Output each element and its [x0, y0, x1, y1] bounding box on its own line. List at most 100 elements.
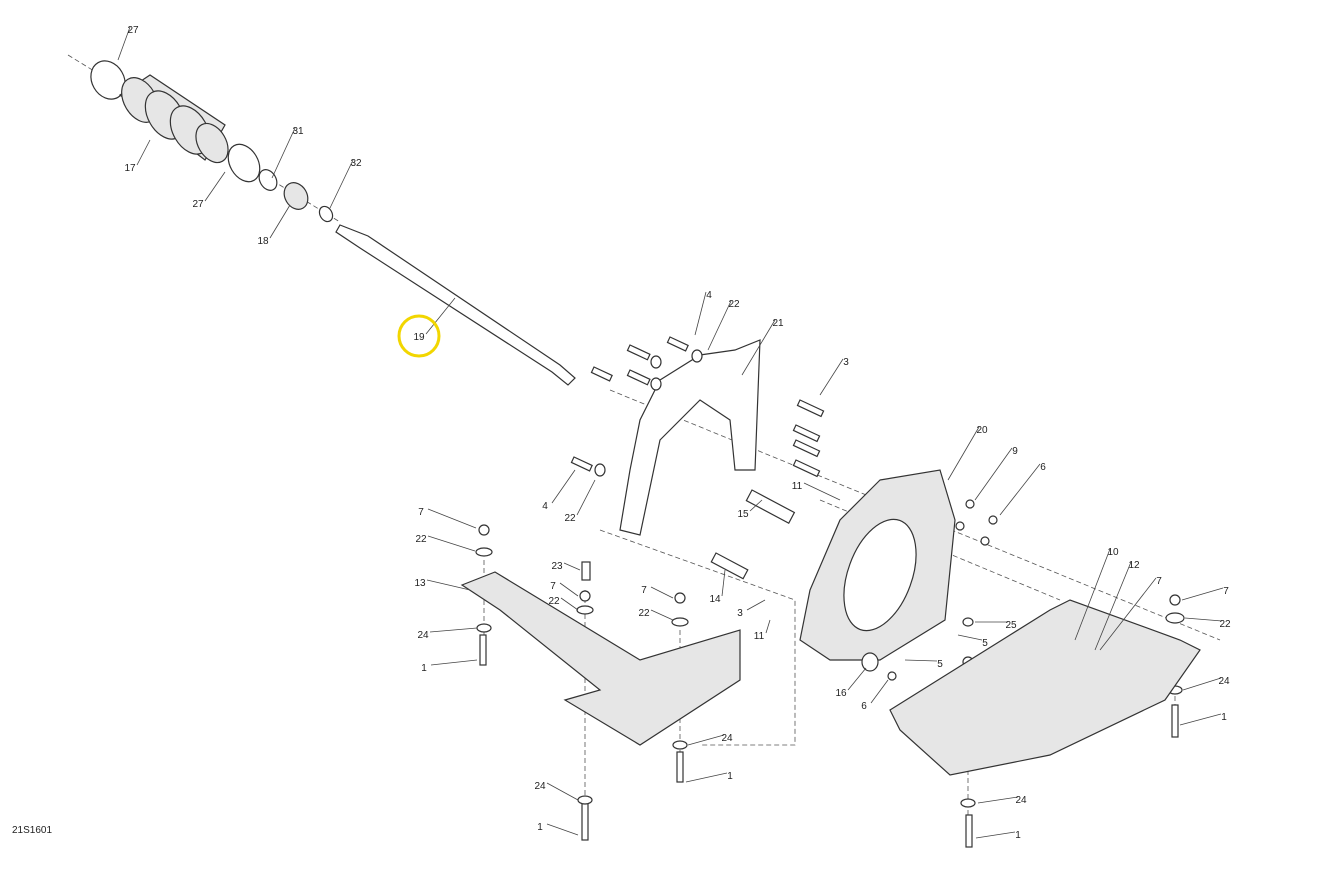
callout-number: 13: [414, 578, 426, 589]
highlight-ring: [397, 314, 441, 358]
callout-32[interactable]: 32: [329, 158, 362, 209]
callout-7[interactable]: 7: [550, 581, 579, 597]
callout-27[interactable]: 27: [117, 25, 139, 61]
callout-31[interactable]: 31: [271, 126, 304, 179]
callout-11[interactable]: 11: [754, 619, 771, 642]
leader-line: [1074, 548, 1111, 641]
callout-1[interactable]: 1: [685, 771, 733, 783]
callout-number: 23: [551, 561, 563, 572]
callout-number: 24: [534, 781, 546, 792]
leader-line: [1094, 561, 1132, 651]
callout-22[interactable]: 22: [548, 596, 579, 611]
leader-line: [563, 562, 581, 571]
leader-line: [975, 831, 1016, 839]
leader-line: [721, 569, 726, 597]
callout-number: 9: [1012, 446, 1018, 457]
callout-21[interactable]: 21: [741, 318, 784, 376]
callout-5[interactable]: 5: [957, 634, 988, 649]
callout-number: 4: [542, 501, 548, 512]
bearing-18: [283, 182, 309, 210]
leader-line: [1179, 713, 1222, 726]
callout-1[interactable]: 1: [421, 659, 478, 674]
leader-line: [559, 582, 579, 597]
boot-17: [118, 74, 229, 164]
callout-6[interactable]: 6: [999, 462, 1046, 516]
callout-7[interactable]: 7: [1099, 576, 1162, 651]
callout-number: 1: [1221, 712, 1227, 723]
callout-number: 12: [1128, 560, 1140, 571]
callout-7[interactable]: 7: [418, 507, 477, 529]
callout-11[interactable]: 11: [792, 481, 841, 501]
callout-22[interactable]: 22: [1184, 617, 1231, 630]
callout-27[interactable]: 27: [192, 171, 226, 210]
callout-3[interactable]: 3: [737, 599, 766, 619]
callout-19[interactable]: 19: [413, 297, 456, 343]
leader-line: [1099, 577, 1157, 651]
callout-15[interactable]: 15: [737, 499, 763, 520]
callout-number: 22: [728, 299, 740, 310]
callout-number: 22: [638, 608, 650, 619]
callout-7[interactable]: 7: [641, 585, 674, 599]
leader-line: [204, 171, 226, 202]
drawing-code: 21S1601: [12, 825, 52, 836]
callout-7[interactable]: 7: [1181, 586, 1229, 601]
callout-3[interactable]: 3: [819, 357, 849, 396]
housing-bore: [843, 518, 917, 632]
callout-6[interactable]: 6: [861, 679, 889, 712]
callout-number: 22: [415, 534, 427, 545]
callout-number: 7: [641, 585, 647, 596]
clamp-27: [90, 60, 126, 100]
callout-number: 24: [1015, 795, 1027, 806]
callout-number: 5: [982, 638, 988, 649]
leader-line: [269, 204, 291, 239]
callout-5[interactable]: 5: [904, 659, 943, 670]
leader-line: [765, 619, 771, 634]
clamp-27b: [227, 143, 261, 183]
callout-20[interactable]: 20: [947, 425, 988, 481]
callout-1[interactable]: 1: [1179, 712, 1227, 726]
leader-line: [947, 426, 980, 481]
leader-line: [904, 659, 938, 662]
callout-16[interactable]: 16: [835, 667, 867, 699]
callout-17[interactable]: 17: [124, 139, 151, 174]
callout-24[interactable]: 24: [417, 627, 478, 641]
callout-number: 20: [976, 425, 988, 436]
callout-25[interactable]: 25: [975, 620, 1017, 631]
callout-number: 24: [721, 733, 733, 744]
callout-number: 3: [843, 357, 849, 368]
callout-9[interactable]: 9: [974, 446, 1018, 501]
leader-line: [546, 823, 579, 836]
leader-line: [746, 599, 766, 611]
callout-22[interactable]: 22: [564, 479, 596, 524]
callout-4[interactable]: 4: [542, 469, 576, 512]
callout-22[interactable]: 22: [707, 299, 740, 351]
leader-line: [847, 667, 867, 691]
callout-14[interactable]: 14: [709, 569, 726, 605]
ring-32: [318, 205, 334, 223]
leader-line: [650, 586, 674, 599]
leader-line: [425, 297, 456, 335]
callout-23[interactable]: 23: [551, 561, 581, 572]
callout-number: 27: [192, 199, 204, 210]
callout-22[interactable]: 22: [415, 534, 476, 552]
callout-number: 3: [737, 608, 743, 619]
callout-1[interactable]: 1: [537, 822, 579, 836]
callout-4[interactable]: 4: [694, 290, 712, 336]
clamp-31: [258, 169, 278, 191]
callout-24[interactable]: 24: [534, 781, 579, 801]
leader-line: [819, 358, 844, 396]
bolts: [479, 336, 1179, 848]
callout-18[interactable]: 18: [257, 204, 291, 247]
callout-1[interactable]: 1: [975, 830, 1021, 841]
mount-10: [889, 599, 1201, 776]
callout-10[interactable]: 10: [1074, 547, 1119, 641]
callout-13[interactable]: 13: [414, 578, 471, 591]
callout-22[interactable]: 22: [638, 608, 674, 621]
callout-24[interactable]: 24: [977, 795, 1027, 806]
leader-line: [136, 139, 151, 166]
callout-24[interactable]: 24: [1182, 676, 1230, 691]
callouts: 2717273132181942221320961115422722132372…: [117, 25, 1231, 841]
callout-24[interactable]: 24: [687, 733, 733, 746]
callout-12[interactable]: 12: [1094, 560, 1140, 651]
